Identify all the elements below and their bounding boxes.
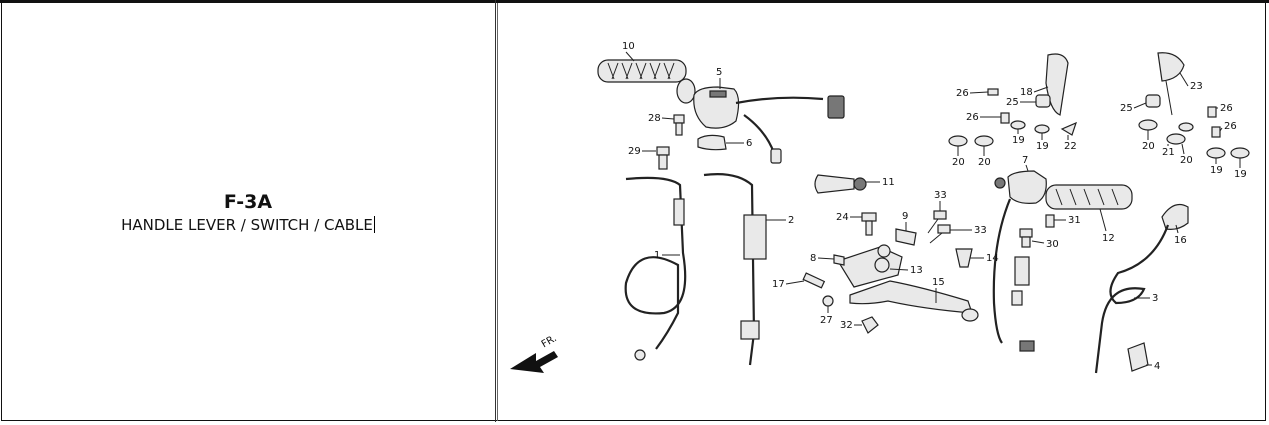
part-lever-assembly: [802, 210, 979, 334]
callout-2: 2: [788, 215, 794, 226]
callout-25a: 25: [1006, 97, 1019, 108]
callout-19d: 19: [1234, 169, 1247, 180]
callout-7: 7: [1022, 155, 1028, 166]
callout-27: 27: [820, 315, 833, 326]
part-mirrors: [948, 52, 1250, 159]
callout-18: 18: [1020, 87, 1033, 98]
part-brake-cable: [1094, 204, 1189, 374]
callout-15: 15: [932, 277, 945, 288]
callout-17: 17: [772, 279, 785, 290]
callout-26a: 26: [956, 88, 969, 99]
callout-11: 11: [882, 177, 895, 188]
part-grip-left: [597, 59, 696, 104]
callout-31: 31: [1068, 215, 1081, 226]
part-grip-right: [1045, 184, 1133, 210]
callout-8: 8: [810, 253, 816, 264]
callout-6: 6: [746, 138, 752, 149]
callout-1: 1: [654, 250, 660, 261]
part-right-switch: [992, 170, 1047, 352]
callout-30: 30: [1046, 239, 1059, 250]
diagram-code: F-3A: [223, 191, 273, 213]
part-clutch-cable: [624, 176, 687, 361]
callout-26d: 26: [1224, 121, 1237, 132]
callout-19a: 19: [1012, 135, 1025, 146]
title-cell: F-3A HANDLE LEVER / SWITCH / CABLE: [0, 0, 496, 422]
callout-13: 13: [910, 265, 923, 276]
callout-labels: 10 5 28 6 29 1 2 11 24 9 33 33 8: [622, 41, 1247, 372]
callout-5: 5: [716, 67, 722, 78]
callout-29: 29: [628, 146, 641, 157]
direction-indicator: FR.: [510, 333, 559, 373]
callout-26c: 26: [1220, 103, 1233, 114]
callout-12: 12: [1102, 233, 1115, 244]
callout-19b: 19: [1036, 141, 1049, 152]
callout-26b: 26: [966, 112, 979, 123]
callout-28: 28: [648, 113, 661, 124]
callout-21: 21: [1162, 147, 1175, 158]
callout-20a: 20: [952, 157, 965, 168]
part-clamp: [697, 134, 727, 151]
part-throttle-tube: [814, 174, 867, 194]
callout-9: 9: [902, 211, 908, 222]
diagram-title-row: HANDLE LEVER / SWITCH / CABLE: [0, 216, 496, 234]
callout-20d: 20: [1180, 155, 1193, 166]
part-bolts-31-30-14: [955, 214, 1055, 268]
part-throttle-cable: [703, 173, 767, 366]
direction-label: FR.: [540, 333, 559, 350]
part-left-switch: [693, 86, 845, 164]
callout-4: 4: [1154, 361, 1160, 372]
callout-33b: 33: [974, 225, 987, 236]
callout-22: 22: [1064, 141, 1077, 152]
callout-24: 24: [836, 212, 849, 223]
callout-3: 3: [1152, 293, 1158, 304]
parts-diagram: FR. 10 5 28 6 29 1 2 11 24 9 33 33: [497, 3, 1265, 421]
callout-16: 16: [1174, 235, 1187, 246]
callout-25b: 25: [1120, 103, 1133, 114]
callout-23: 23: [1190, 81, 1203, 92]
parts-diagram-svg: FR. 10 5 28 6 29 1 2 11 24 9 33 33: [510, 41, 1250, 374]
callout-14: 14: [986, 253, 999, 264]
text-caret: [373, 216, 375, 233]
callout-19c: 19: [1210, 165, 1223, 176]
diagram-title: HANDLE LEVER / SWITCH / CABLE: [121, 216, 373, 234]
callout-32: 32: [840, 320, 853, 331]
callout-20c: 20: [1142, 141, 1155, 152]
callout-20b: 20: [978, 157, 991, 168]
callout-10: 10: [622, 41, 635, 52]
part-bolts-28-29: [656, 114, 685, 170]
callout-33a: 33: [934, 190, 947, 201]
